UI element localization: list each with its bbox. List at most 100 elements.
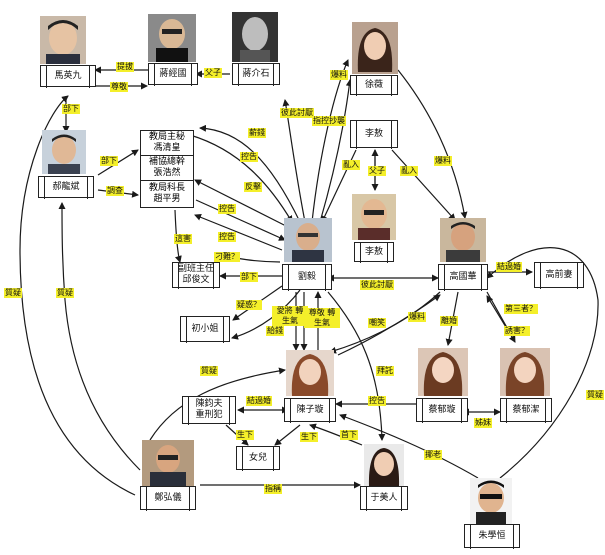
label-shengxia-l: 生下: [236, 430, 254, 440]
label-lihun: 離婚: [440, 316, 458, 326]
edge-baoliao-cai: [337, 294, 441, 356]
label-konggao2: 控告: [218, 204, 236, 214]
node-chiang-kaishek: 蔣介石: [232, 62, 280, 86]
edge-baoliao-xw: [311, 59, 349, 223]
label-zhizhi-hao: 質疑: [56, 288, 74, 298]
label-chaoyan: 嘲笑: [368, 318, 386, 328]
node-chen-junfu: 陳鈞夫 重刑犯: [182, 395, 236, 425]
label-fuzi-top: 父子: [204, 68, 222, 78]
bureau-officer-3: 教局科長趙平男: [148, 182, 185, 204]
edge-buxia-hao: [97, 149, 139, 176]
label-zhishi: 這害: [174, 234, 192, 244]
label-shengxia-r: 生下: [300, 432, 318, 442]
label-baoliao-cai: 爆料: [408, 312, 426, 322]
label-huanzhu: 揶老: [424, 450, 442, 460]
label-luanru-r: 亂入: [400, 166, 418, 176]
label-zhizhi-zy: 質疑: [586, 390, 604, 400]
node-gao-guohua: 高國華: [438, 263, 488, 291]
edge-bici-gongkai: [282, 99, 306, 223]
label-bici-gongkai: 彼此討厭: [280, 108, 314, 118]
bureau-officials-stack: 教局主秘馮清皇 補協總幹張浩然 教局科長趙平男: [140, 130, 194, 208]
label-ruqian: 薪錢: [248, 128, 266, 138]
node-deputy-head: 副班主任 邱俊文: [172, 261, 220, 289]
node-hau-lungbin: 郝龍斌: [38, 175, 94, 199]
chiang-chingkuo-photo: [148, 14, 196, 62]
edge-konggao3: [194, 213, 283, 251]
label-shengshu: 愛將 轉生氣: [272, 306, 308, 326]
label-disanzhe: 第三者？: [504, 304, 538, 314]
label-zhizhi: 質疑: [200, 366, 218, 376]
gao-guohua-photo: [440, 218, 486, 262]
node-liu-yi: 劉毅: [282, 263, 332, 291]
label-shengxia-yu: 首下: [340, 430, 358, 440]
node-zhu-xueheng: 朱學恒: [464, 523, 520, 549]
node-cai-yujie: 蔡郁潔: [500, 397, 552, 423]
edge-konggao-bureau: [189, 134, 293, 223]
label-jieguohun-cj: 結過婚: [246, 396, 272, 406]
ma-yingjeou-photo: [40, 16, 86, 64]
label-buxia-hao: 部下: [100, 156, 118, 166]
label-geishou: 給錢: [266, 326, 284, 336]
bureau-officer-2: 補協總幹張浩然: [141, 156, 193, 181]
label-buxia-dep: 部下: [240, 272, 258, 282]
node-li-ao-photo-label: 李敖: [354, 241, 394, 263]
label-baoliao-gao: 爆料: [434, 156, 452, 166]
label-zhikong: 指控抄襲: [312, 116, 346, 126]
node-li-ao: 李敖: [350, 119, 398, 149]
zheng-hongyi-photo: [142, 440, 194, 486]
node-ma-yingjeou: 馬英九: [40, 64, 96, 88]
label-jieguohun-ex: 結過婚: [496, 262, 522, 272]
label-diaocha: 調查: [106, 186, 124, 196]
label-baituo: 拜託: [376, 366, 394, 376]
zhu-xueheng-photo: [470, 478, 512, 524]
label-mei: 姊妹: [474, 418, 492, 428]
bureau-officer-1: 教局主秘馮清皇: [141, 131, 193, 156]
edge-zhizhi-hao: [58, 202, 141, 471]
edge-baituo: [327, 291, 386, 441]
label-shangang: 誘害？: [504, 326, 530, 336]
label-diaonan: 刁難？: [214, 252, 240, 262]
edge-chu-back: [231, 289, 301, 340]
label-fuzi-li: 父子: [368, 166, 386, 176]
node-cai-yuxuan: 蔡郁璇: [416, 397, 468, 423]
label-konggao-bureau: 控告: [240, 152, 258, 162]
xu-wei-photo: [352, 22, 398, 74]
label-baoliao-xw: 爆料: [330, 70, 348, 80]
chen-ziyuan-photo: [286, 350, 334, 396]
node-chen-ziyuan: 陳子璇: [284, 397, 336, 423]
label-zunjing: 尊敬: [110, 82, 128, 92]
hau-lungbin-photo: [42, 130, 86, 174]
cai-yuxuan-photo: [418, 348, 468, 396]
edge-zhikong: [319, 79, 353, 223]
cai-yujie-photo: [500, 348, 550, 396]
node-daughter: 女兒: [236, 445, 280, 471]
label-bangzhu: 指稱: [264, 484, 282, 494]
label-buxia-ma: 部下: [62, 104, 80, 114]
label-konggao-chen: 控告: [368, 396, 386, 406]
edge-huanzhu: [339, 413, 479, 479]
edge-shengxia-r: [274, 424, 301, 446]
label-zunjing2: 尊敬 轉生氣: [304, 308, 340, 328]
yu-meiren-photo: [364, 444, 404, 486]
edge-shengxia-yu: [309, 423, 363, 446]
edge-fanji: [194, 179, 291, 229]
label-konggao3: 控告: [218, 232, 236, 242]
edge-konggao2: [195, 199, 286, 241]
edge-baoliao-gao: [397, 69, 468, 219]
label-fanji: 反擊: [244, 182, 262, 192]
label-zhizhi-ma: 質疑: [4, 288, 22, 298]
node-zheng-hongyi: 鄭弘儀: [140, 485, 196, 511]
label-yihuo: 疑惑？: [236, 300, 262, 310]
li-ao-photo: [352, 194, 396, 240]
edge-luanru-r: [391, 149, 456, 221]
node-chiang-chingkuo: 蔣經國: [148, 62, 198, 86]
node-gao-ex-wife: 高前妻: [534, 261, 584, 289]
chiang-kaishek-photo: [232, 12, 278, 62]
edge-zhizhi: [149, 367, 286, 441]
edge-zhizhi-ma: [19, 95, 136, 496]
node-yu-meiren: 于美人: [360, 485, 408, 511]
edge-zhizhi-zy: [486, 247, 599, 479]
label-bici-taoyan: 彼此討厭: [360, 280, 394, 290]
